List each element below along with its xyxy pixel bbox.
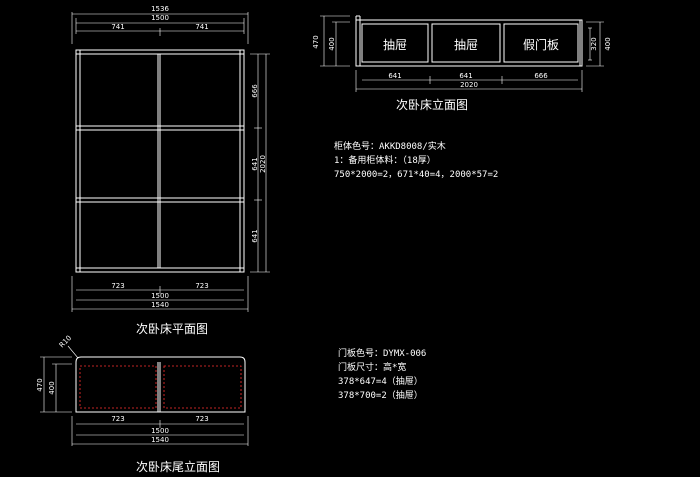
tail-radius-leader [67, 345, 79, 359]
false-panel-label: 假门板 [523, 37, 559, 52]
tail-radius-label: R10 [58, 334, 73, 349]
elevation-view: 抽屉 抽屉 假门板 470 400 320 400 641 641 [312, 15, 612, 112]
tail-dim-right: 723 [195, 415, 208, 423]
elevation-title: 次卧床立面图 [396, 97, 468, 112]
elevation-left-dimension-lines [320, 15, 350, 67]
elevation-dim-drawer-height: 320 [590, 37, 598, 50]
plan-view: 1536 1500 741 741 666 641 2020 [71, 5, 270, 336]
plan-dim-inner-top: 1500 [151, 14, 169, 22]
plan-dim-total-length: 2020 [259, 155, 267, 173]
tail-title: 次卧床尾立面图 [136, 459, 220, 474]
plan-dim-head-section: 666 [251, 84, 259, 98]
elevation-frame [355, 15, 583, 67]
plan-title: 次卧床平面图 [136, 322, 208, 336]
plan-dim-total-top: 1536 [151, 5, 169, 13]
tail-drawer-outlines [79, 365, 242, 409]
elevation-dim-drawer-1-width: 641 [388, 72, 401, 80]
tail-elevation-view: R10 470 400 723 723 1500 1540 次卧床尾立面图 [36, 334, 249, 474]
tail-dim-left: 723 [111, 415, 124, 423]
plan-dim-middle-section: 641 [251, 157, 259, 170]
tail-frame [75, 356, 246, 413]
cabinet-notes: 柜体色号：AKKD8008/实木 1：备用柜体料：（18厚） 750*2000=… [334, 140, 498, 180]
door-size-header: 门板尺寸：高*宽 [338, 361, 406, 373]
plan-dim-left-half: 741 [111, 23, 124, 31]
spare-material-note: 1：备用柜体料：（18厚） [334, 154, 436, 166]
tail-dim-inner: 1500 [151, 427, 169, 435]
elevation-dim-total-height: 470 [312, 35, 320, 48]
plan-dim-bottom-right: 723 [195, 282, 208, 290]
door-size-2: 378*700=2（抽屉） [338, 389, 423, 401]
drawer-label-2: 抽屉 [454, 38, 478, 52]
elevation-dim-drawer-2-width: 641 [459, 72, 472, 80]
cabinet-color-note: 柜体色号：AKKD8008/实木 [334, 140, 446, 152]
plan-dim-foot-section: 641 [251, 229, 259, 242]
elevation-dim-side-height: 400 [604, 37, 612, 50]
tail-left-dimension-lines [40, 356, 72, 413]
plan-dim-bottom-total: 1540 [151, 301, 169, 309]
plan-dim-bottom-inner: 1500 [151, 292, 169, 300]
tail-dim-body-height: 400 [48, 381, 56, 394]
door-panel-notes: 门板色号：DYMX-006 门板尺寸：高*宽 378*647=4（抽屉） 378… [338, 347, 426, 401]
elevation-dim-panel-width: 666 [534, 72, 548, 80]
drawer-label-1: 抽屉 [383, 38, 407, 52]
plan-dim-right-half: 741 [195, 23, 208, 31]
plan-top-dimension-lines [71, 12, 249, 44]
tail-bottom-dimension-lines [71, 416, 249, 446]
elevation-dim-body-height: 400 [328, 37, 336, 50]
elevation-right-dimension-lines [586, 21, 604, 67]
plan-right-dimension-lines [250, 53, 270, 273]
elevation-bottom-dimension-lines [355, 70, 583, 92]
tail-dim-total: 1540 [151, 436, 169, 444]
tail-dim-total-height: 470 [36, 378, 44, 391]
door-color-note: 门板色号：DYMX-006 [338, 347, 426, 359]
plan-bottom-dimension-lines [71, 276, 249, 312]
material-sizes-note: 750*2000=2，671*40=4，2000*57=2 [334, 170, 498, 180]
elevation-dim-total-width: 2020 [460, 81, 478, 89]
door-size-1: 378*647=4（抽屉） [338, 375, 423, 387]
plan-frame [75, 49, 245, 273]
plan-dim-bottom-left: 723 [111, 282, 124, 290]
